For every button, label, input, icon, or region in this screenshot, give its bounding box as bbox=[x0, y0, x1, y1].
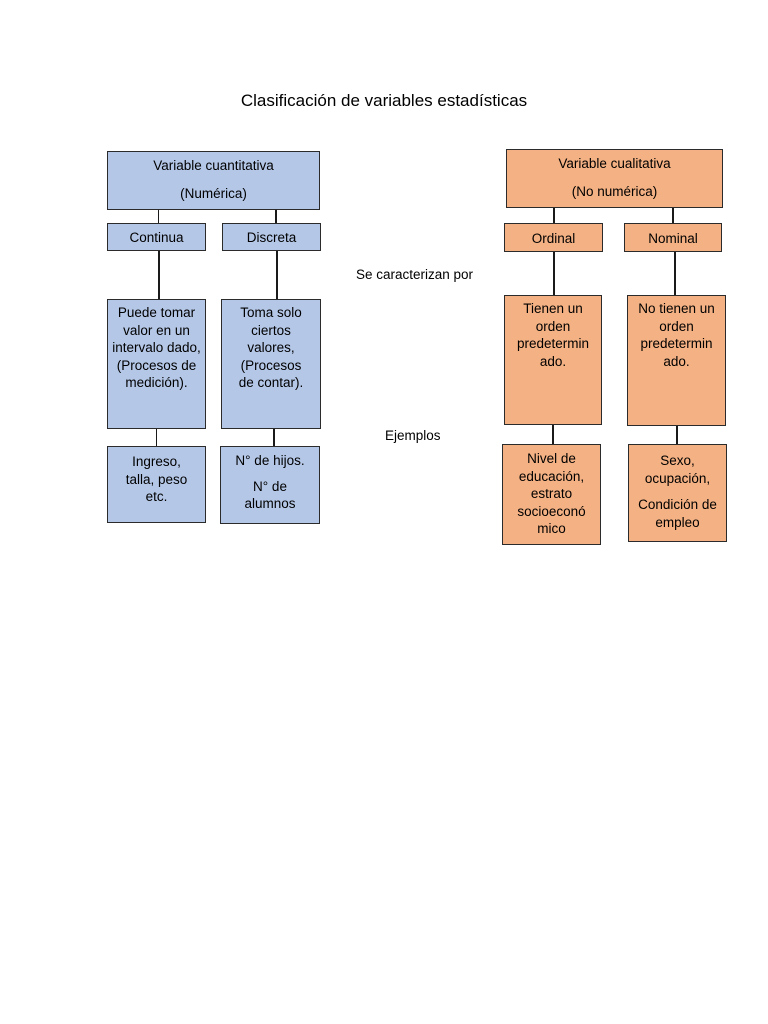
connector-qual-nominal bbox=[672, 208, 674, 223]
ordinal-description: Tienen un orden predetermin ado. bbox=[516, 301, 590, 369]
discreta-description: Toma solo ciertos valores, (Procesos de … bbox=[238, 305, 304, 390]
ordinal-example: Nivel de educación, estrato socioeconó m… bbox=[517, 451, 586, 536]
connector-continua-description bbox=[158, 251, 160, 299]
nominal-example-box: Sexo, ocupación, Condición de empleo bbox=[628, 444, 727, 542]
continua-description-box: Puede tomar valor en un intervalo dado, … bbox=[107, 299, 206, 429]
continua-box: Continua bbox=[107, 223, 206, 251]
qualitative-header-subtitle: (No numérica) bbox=[571, 183, 658, 199]
examples-label: Ejemplos bbox=[385, 428, 441, 443]
quantitative-header-box: Variable cuantitativa (Numérica) bbox=[107, 151, 320, 210]
nominal-example-line1: Sexo, ocupación, bbox=[644, 453, 711, 486]
ordinal-description-box: Tienen un orden predetermin ado. bbox=[504, 295, 602, 425]
nominal-label: Nominal bbox=[648, 231, 698, 246]
nominal-box: Nominal bbox=[624, 223, 722, 252]
connector-qual-ordinal bbox=[553, 208, 555, 223]
connector-nominal-description bbox=[674, 252, 676, 295]
ordinal-label: Ordinal bbox=[531, 231, 576, 246]
qualitative-header-title: Variable cualitativa bbox=[558, 156, 671, 171]
connector-nominal-example bbox=[676, 426, 678, 444]
discreta-example-line1: N° de hijos. bbox=[235, 453, 305, 468]
discreta-description-box: Toma solo ciertos valores, (Procesos de … bbox=[221, 299, 321, 429]
nominal-description-box: No tienen un orden predetermin ado. bbox=[627, 295, 726, 426]
continua-example: Ingreso, talla, peso etc. bbox=[125, 454, 188, 504]
connector-ordinal-example bbox=[552, 425, 554, 444]
discreta-example-line2: N° de alumnos bbox=[244, 478, 296, 512]
continua-label: Continua bbox=[129, 230, 184, 245]
connector-ordinal-description bbox=[553, 252, 555, 295]
diagram-title: Clasificación de variables estadísticas bbox=[240, 91, 528, 110]
discreta-box: Discreta bbox=[222, 223, 321, 251]
connector-discreta-example bbox=[273, 429, 275, 446]
qualitative-header-box: Variable cualitativa (No numérica) bbox=[506, 149, 723, 208]
connector-continua-example bbox=[156, 429, 157, 446]
ordinal-box: Ordinal bbox=[504, 223, 603, 252]
connector-quant-discreta bbox=[275, 210, 277, 223]
connector-discreta-description bbox=[276, 251, 278, 299]
characterized-by-label: Se caracterizan por bbox=[356, 267, 474, 282]
discreta-example-box: N° de hijos. N° de alumnos bbox=[220, 446, 320, 524]
discreta-label: Discreta bbox=[246, 230, 297, 245]
continua-example-box: Ingreso, talla, peso etc. bbox=[107, 446, 206, 523]
nominal-example-line2: Condición de empleo bbox=[638, 497, 717, 530]
continua-description: Puede tomar valor en un intervalo dado, … bbox=[112, 305, 201, 390]
connector-quant-continua bbox=[158, 210, 159, 223]
quantitative-header-title: Variable cuantitativa bbox=[153, 158, 274, 173]
nominal-description: No tienen un orden predetermin ado. bbox=[638, 301, 715, 369]
quantitative-header-subtitle: (Numérica) bbox=[180, 185, 247, 201]
ordinal-example-box: Nivel de educación, estrato socioeconó m… bbox=[502, 444, 601, 545]
